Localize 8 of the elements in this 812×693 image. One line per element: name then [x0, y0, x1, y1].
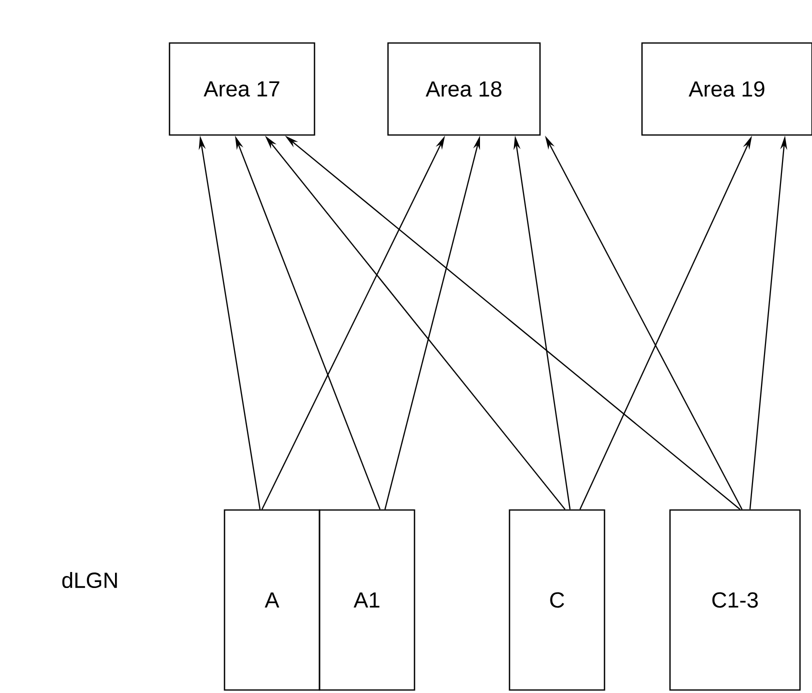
- layer-box: C1-3: [669, 509, 801, 691]
- area-box: Area 17: [168, 42, 316, 136]
- layer-box: A: [224, 509, 320, 691]
- area-box: Area 19: [641, 42, 812, 136]
- layer-box: C: [508, 509, 606, 691]
- side-label: dLGN: [62, 572, 117, 588]
- area-box: Area 18: [387, 42, 541, 136]
- layer-box: A1: [318, 509, 416, 691]
